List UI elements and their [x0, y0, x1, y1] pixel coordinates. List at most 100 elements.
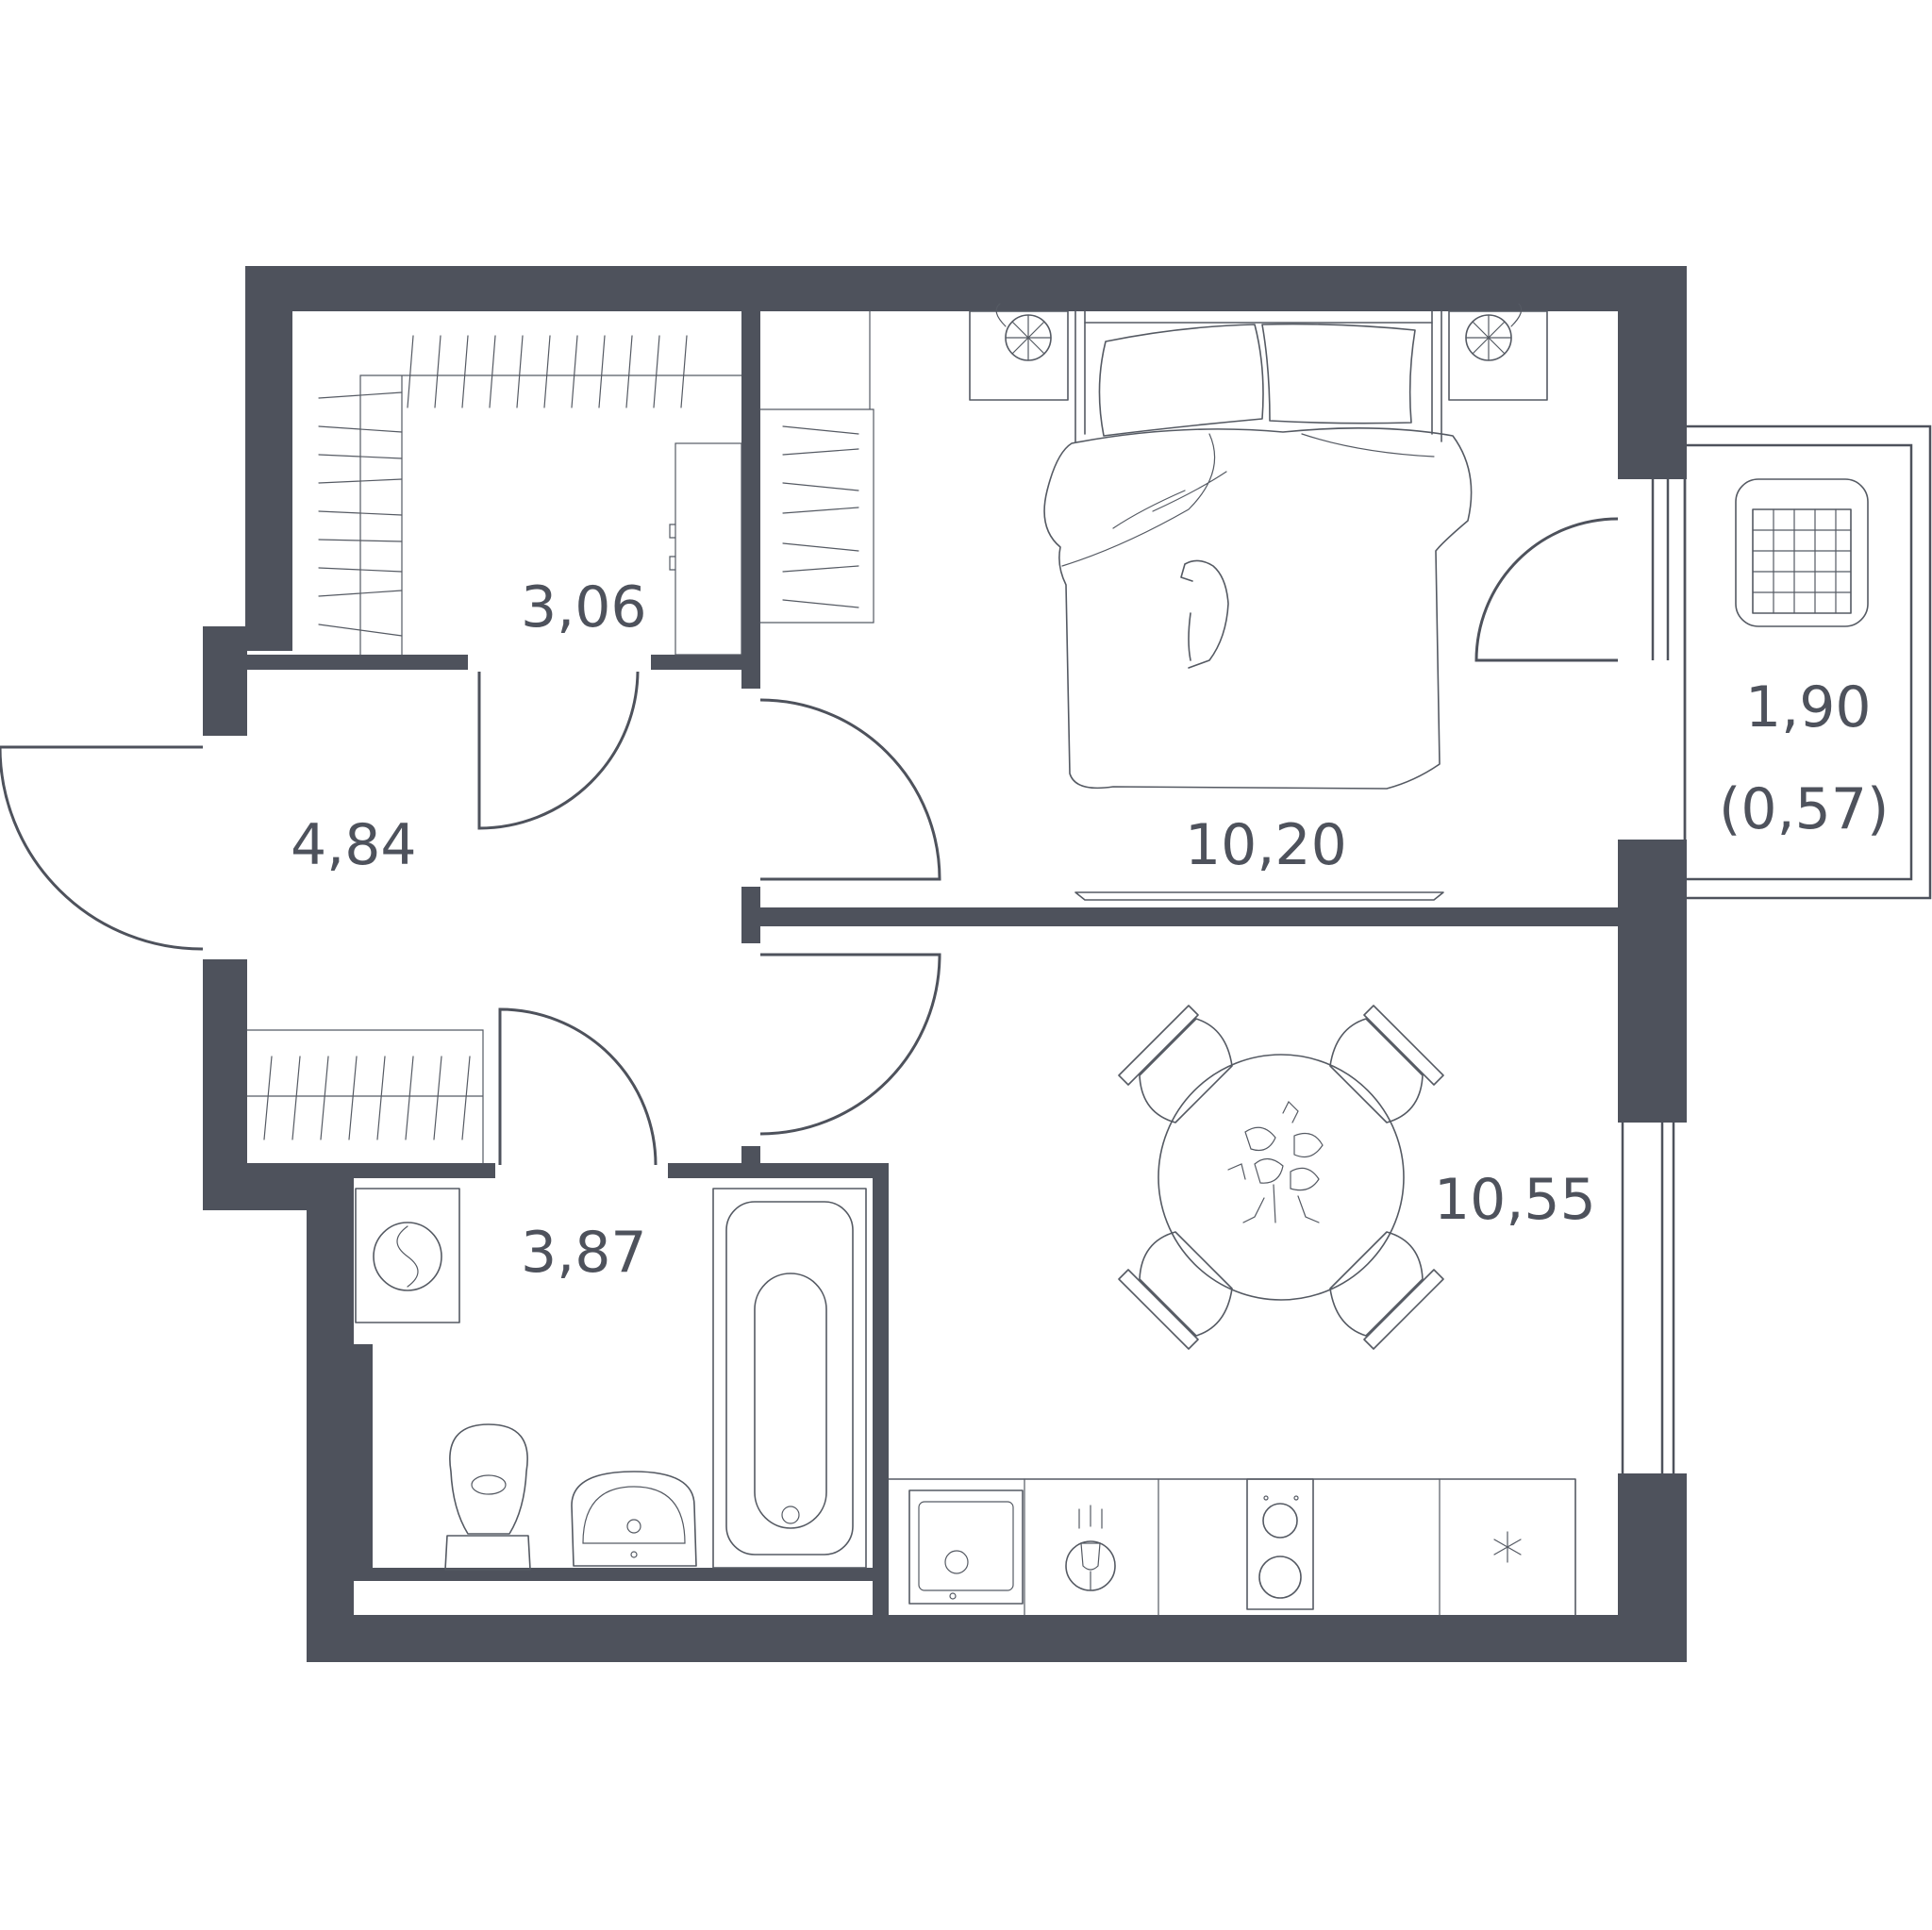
- wall-hall-left-upper-stub: [203, 626, 247, 736]
- cat-icon: [1180, 559, 1229, 669]
- bedroom-furniture: [969, 303, 1548, 901]
- dishwasher-icon: [1078, 1505, 1103, 1529]
- dining-table: [1158, 1054, 1405, 1301]
- wall-bath-inner-left: [354, 1344, 373, 1580]
- kitchen-sink-tap: [949, 1592, 957, 1600]
- chair-top-left-back: [1118, 1005, 1199, 1086]
- duvet: [1043, 427, 1473, 790]
- washing-machine: [355, 1188, 460, 1323]
- bathtub-drain: [781, 1506, 800, 1524]
- kitchen-furniture: [888, 1005, 1576, 1616]
- entrance-door: [0, 745, 204, 951]
- chair-bottom-left-back: [1118, 1269, 1199, 1350]
- wall-hall-stub-2: [741, 1146, 760, 1165]
- kitchen-sink-icon: [908, 1489, 1024, 1605]
- kitchen-area-label: 10,55: [1434, 1167, 1596, 1233]
- wall-right-mid: [1618, 840, 1687, 1123]
- bathtub-inner: [754, 1273, 827, 1529]
- shoe-cabinet-hangers: [263, 1056, 471, 1140]
- bed-mirror: [1074, 891, 1444, 901]
- bathtub-icon: [712, 1188, 867, 1569]
- pillow-right: [1261, 323, 1416, 424]
- doors: [0, 517, 1619, 1166]
- closet-furniture: [318, 310, 874, 656]
- balcony-outline-inner: [1683, 443, 1913, 881]
- fridge-snowflake-icon: [1493, 1531, 1522, 1563]
- shoe-cabinet: [246, 1029, 484, 1164]
- kitchen-door: [759, 953, 941, 1136]
- balcony-area-label: 1,90: [1745, 674, 1872, 740]
- stove-icon: [1246, 1478, 1314, 1610]
- hall-area-label: 4,84: [291, 812, 417, 878]
- bedroom-area-label: 10,20: [1185, 812, 1347, 878]
- pillow-left: [1098, 324, 1264, 437]
- windows: [641, 424, 1932, 1653]
- chair-bottom-right: [1329, 1231, 1444, 1350]
- wall-hall-bath-right: [668, 1163, 889, 1178]
- closet-area-label: 3,06: [521, 574, 647, 641]
- bathtub-outer-rim: [725, 1201, 854, 1556]
- closet-door: [477, 671, 640, 830]
- sink-tap: [630, 1551, 638, 1558]
- chair-bottom-right-seat: [1329, 1231, 1424, 1337]
- wall-bedroom-kitchen: [760, 907, 1621, 926]
- wall-bottom: [307, 1615, 1687, 1662]
- armchair-icon: [1735, 478, 1869, 627]
- chair-top-right: [1329, 1005, 1444, 1123]
- walls: [203, 266, 1687, 1662]
- lamp-left-cord: [995, 303, 1007, 327]
- sink-basin: [582, 1486, 686, 1544]
- armchair-seat: [1752, 508, 1852, 614]
- nightstand-right: [1448, 310, 1548, 401]
- wall-right-top: [1618, 266, 1687, 479]
- bedroom-wardrobe: [759, 310, 874, 624]
- wall-closet-bottom-right: [651, 655, 760, 670]
- chair-top-left: [1118, 1005, 1233, 1123]
- wardrobe-handles: [669, 524, 676, 571]
- duvet-fold: [1061, 433, 1435, 567]
- table-flowers-icon: [1227, 1100, 1324, 1223]
- chair-top-right-seat: [1329, 1018, 1424, 1123]
- balcony-furniture: [1735, 478, 1869, 627]
- bedroom-door: [759, 698, 941, 881]
- washing-machine-swirl: [396, 1225, 419, 1288]
- chair-bottom-left: [1118, 1231, 1233, 1350]
- wall-hall-bath: [245, 1163, 495, 1178]
- toilet-seat: [471, 1474, 507, 1495]
- washing-machine-drum-icon: [373, 1222, 442, 1291]
- stove-knob-left: [1263, 1495, 1269, 1501]
- counter-dividers: [1024, 1478, 1441, 1616]
- armchair-weave: [1752, 508, 1852, 614]
- bed-frame: [1074, 310, 1442, 442]
- lamp-left-rays: [1005, 314, 1052, 361]
- lamp-right-rays: [1465, 314, 1512, 361]
- bedroom-wardrobe-hangers: [782, 425, 859, 608]
- wall-top: [245, 266, 1687, 311]
- wall-closet-bottom-left: [245, 655, 468, 670]
- stove-knob-right: [1293, 1495, 1299, 1501]
- wall-right-bottom: [1618, 1473, 1687, 1662]
- stove-burner-bottom: [1258, 1556, 1302, 1599]
- wall-bath-inner-bottom: [354, 1568, 873, 1581]
- nightstand-left: [969, 310, 1069, 401]
- wall-hall-stub-1: [741, 887, 760, 943]
- stove-burner-top: [1262, 1503, 1298, 1539]
- balcony-area-coefficient-label: (0,57): [1719, 776, 1889, 842]
- toilet-icon: [449, 1423, 528, 1535]
- bathroom-door: [498, 1007, 658, 1166]
- kitchen-sink-drain: [944, 1550, 969, 1574]
- wardrobe-hangers-side: [318, 391, 403, 637]
- sink-drain: [626, 1519, 641, 1534]
- chair-top-right-back: [1363, 1005, 1444, 1086]
- wall-closet-right: [741, 266, 760, 689]
- chair-bottom-left-seat: [1139, 1231, 1233, 1337]
- wardrobe-cabinet: [675, 442, 742, 656]
- toilet-tank: [444, 1535, 531, 1571]
- wall-bath-kitchen: [873, 1163, 889, 1616]
- balcony-door: [1474, 517, 1619, 662]
- wall-bath-left: [307, 1165, 354, 1661]
- lamp-right-cord: [1510, 303, 1523, 327]
- chair-bottom-right-back: [1363, 1269, 1444, 1350]
- bathroom-area-label: 3,87: [521, 1220, 647, 1286]
